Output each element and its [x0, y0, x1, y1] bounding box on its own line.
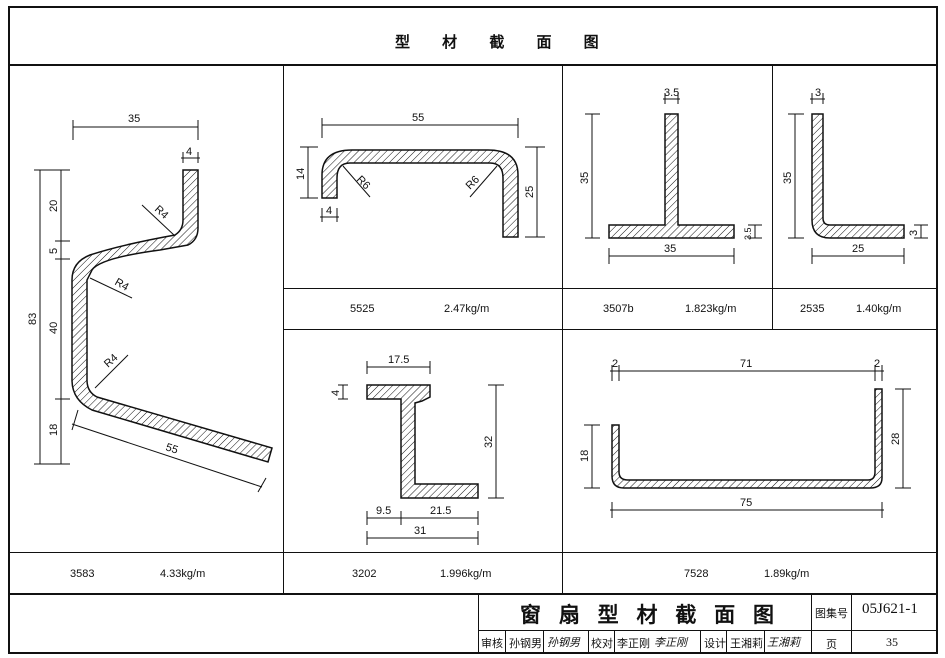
profile-weight-3583: 4.33kg/m	[160, 568, 206, 580]
review-label: 审核	[481, 638, 503, 650]
profile-3202-drawing	[338, 361, 504, 545]
dim-7528-right-h: 28	[890, 433, 902, 445]
profile-3202-section	[366, 384, 479, 499]
dim-3583-r3: R4	[102, 352, 120, 370]
grid-h-row2-bottom	[8, 593, 938, 595]
dim-5525-left-height: 14	[295, 168, 307, 180]
dim-3202-height: 32	[483, 436, 495, 448]
profile-3507b-section	[608, 113, 735, 239]
dim-7528-left-t: 2	[612, 358, 618, 370]
tb-mid-h	[478, 630, 937, 631]
dim-3202-total: 31	[414, 525, 426, 537]
checker-name: 李正刚	[617, 638, 650, 650]
dim-5525-radius-right: R6	[464, 174, 482, 192]
profile-code-3202: 3202	[352, 568, 377, 580]
dim-2535-width: 25	[852, 243, 864, 255]
dim-3583-seg4: 18	[48, 424, 60, 436]
check-label: 校对	[591, 638, 613, 650]
profile-2535-drawing	[788, 93, 928, 264]
dim-2535-thick-v: 3	[815, 87, 821, 99]
dim-5525-width: 55	[412, 112, 424, 124]
profile-5525-drawing	[300, 118, 545, 238]
dim-3202-right: 21.5	[430, 505, 451, 517]
dim-3507b-stem: 3.5	[664, 87, 679, 99]
dim-3583-r1: R4	[152, 203, 170, 221]
dim-3583-top-width: 35	[128, 113, 140, 125]
dim-7528-left-h: 18	[579, 450, 591, 462]
profile-2535-section	[811, 113, 905, 239]
dim-5525-thickness: 4	[326, 205, 332, 217]
dim-2535-thick-h: 3	[908, 230, 920, 236]
frame-bottom	[8, 652, 938, 654]
frame-left	[8, 6, 10, 654]
dim-5525-radius-left: R6	[354, 174, 372, 192]
grid-h-row1-bottom	[283, 329, 937, 330]
profile-weight-7528: 1.89kg/m	[764, 568, 810, 580]
profile-code-5525: 5525	[350, 303, 375, 315]
design-label: 设计	[704, 638, 726, 650]
frame-top	[8, 6, 938, 8]
dim-7528-right-t: 2	[874, 358, 880, 370]
profile-7528-drawing	[584, 365, 911, 518]
dim-3583-seg1: 20	[48, 200, 60, 212]
dim-3507b-height: 35	[579, 172, 591, 184]
reviewer-signature: 孙钢男	[547, 637, 580, 649]
designer-name: 王湘莉	[730, 638, 763, 650]
dim-2535-height: 35	[782, 172, 794, 184]
dim-3507b-base-t: 3.5	[743, 227, 753, 240]
profile-code-3507b: 3507b	[603, 303, 634, 315]
profile-3583-drawing	[34, 120, 273, 493]
profile-code-7528: 7528	[684, 568, 709, 580]
profile-code-3583: 3583	[70, 568, 95, 580]
dim-5525-right-height: 25	[524, 186, 536, 198]
profile-7528-section	[611, 388, 883, 489]
page-number: 35	[886, 635, 898, 649]
dim-3583-total-height: 83	[27, 313, 39, 325]
checker-signature: 李正刚	[654, 637, 687, 649]
atlas-label: 图集号	[815, 608, 848, 620]
profile-weight-3202: 1.996kg/m	[440, 568, 492, 580]
dim-3583-seg3: 40	[48, 322, 60, 334]
profile-weight-5525: 2.47kg/m	[444, 303, 490, 315]
profile-3507b-drawing	[585, 93, 762, 264]
dim-3202-left: 9.5	[376, 505, 391, 517]
grid-v3	[772, 65, 773, 329]
dim-7528-total: 75	[740, 497, 752, 509]
grid-h-row2-caption-top	[8, 552, 938, 553]
tb-v-atlas	[811, 594, 812, 654]
designer-signature: 王湘莉	[767, 637, 800, 649]
profile-5525-section	[321, 149, 519, 238]
header-divider	[8, 64, 938, 66]
page-label: 页	[826, 639, 837, 651]
dim-3202-top-t: 4	[330, 390, 342, 396]
drawing-title: 窗 扇 型 材 截 面 图	[520, 604, 781, 627]
dim-3583-r2: R4	[113, 276, 131, 293]
profile-weight-2535: 1.40kg/m	[856, 303, 902, 315]
profile-3583-section	[71, 169, 273, 463]
dim-3202-top-width: 17.5	[388, 354, 409, 366]
profile-weight-3507b: 1.823kg/m	[685, 303, 737, 315]
dim-3583-flange: 4	[186, 146, 192, 158]
page-title: 型 材 截 面 图	[395, 34, 613, 51]
tb-v-atlasno	[851, 594, 852, 654]
tb-left	[478, 594, 479, 654]
dim-3583-seg2: 5	[48, 248, 60, 254]
grid-h-row1-caption-top	[283, 288, 937, 289]
profile-code-2535: 2535	[800, 303, 825, 315]
dim-3583-diag: 55	[164, 441, 179, 456]
atlas-number: 05J621-1	[862, 601, 918, 617]
reviewer-name: 孙钢男	[509, 638, 542, 650]
dim-7528-inner: 71	[740, 358, 752, 370]
dim-3507b-base: 35	[664, 243, 676, 255]
frame-right	[936, 6, 938, 654]
